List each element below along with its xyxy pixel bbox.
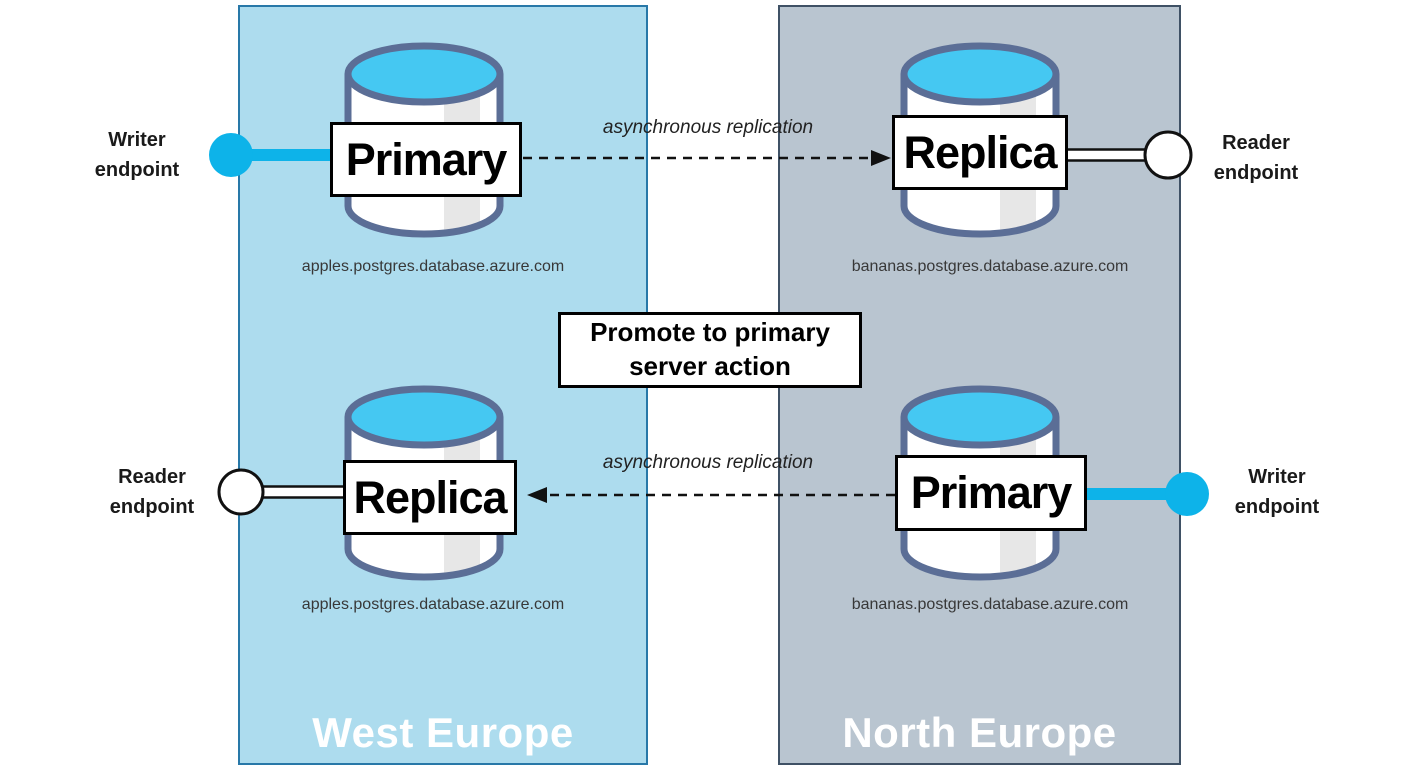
server-role-label-replica-west: Replica <box>343 460 517 535</box>
reader-endpoint-label: Reader endpoint <box>1176 128 1336 188</box>
server-role-label-primary-west: Primary <box>330 122 522 197</box>
reader-endpoint-label: Reader endpoint <box>72 462 232 522</box>
server-role-label-primary-north: Primary <box>895 455 1087 531</box>
endpoint-label-line2: endpoint <box>94 159 180 181</box>
writer-endpoint-label: Writer endpoint <box>1197 462 1357 522</box>
endpoint-label-line1: Writer <box>1248 466 1306 488</box>
endpoint-label-line1: Reader <box>1222 132 1290 154</box>
server-hostname: bananas.postgres.database.azure.com <box>851 596 1129 613</box>
region-label-west: West Europe <box>312 709 574 756</box>
server-hostname: apples.postgres.database.azure.com <box>301 596 565 613</box>
writer-endpoint-label: Writer endpoint <box>57 125 217 185</box>
endpoint-label-line2: endpoint <box>1234 496 1320 518</box>
endpoint-label-line2: endpoint <box>1213 162 1299 184</box>
server-hostname: bananas.postgres.database.azure.com <box>851 258 1129 275</box>
endpoint-label-line2: endpoint <box>109 496 195 518</box>
server-role-label-replica-north: Replica <box>892 115 1068 190</box>
replication-caption-bottom: asynchronous replication <box>602 452 814 473</box>
promote-action-box: Promote to primary server action <box>558 312 862 388</box>
server-hostname: apples.postgres.database.azure.com <box>301 258 565 275</box>
endpoint-label-line1: Reader <box>118 466 186 488</box>
endpoint-label-line1: Writer <box>108 129 166 151</box>
replication-caption-top: asynchronous replication <box>602 117 814 138</box>
region-label-north: North Europe <box>842 709 1117 756</box>
